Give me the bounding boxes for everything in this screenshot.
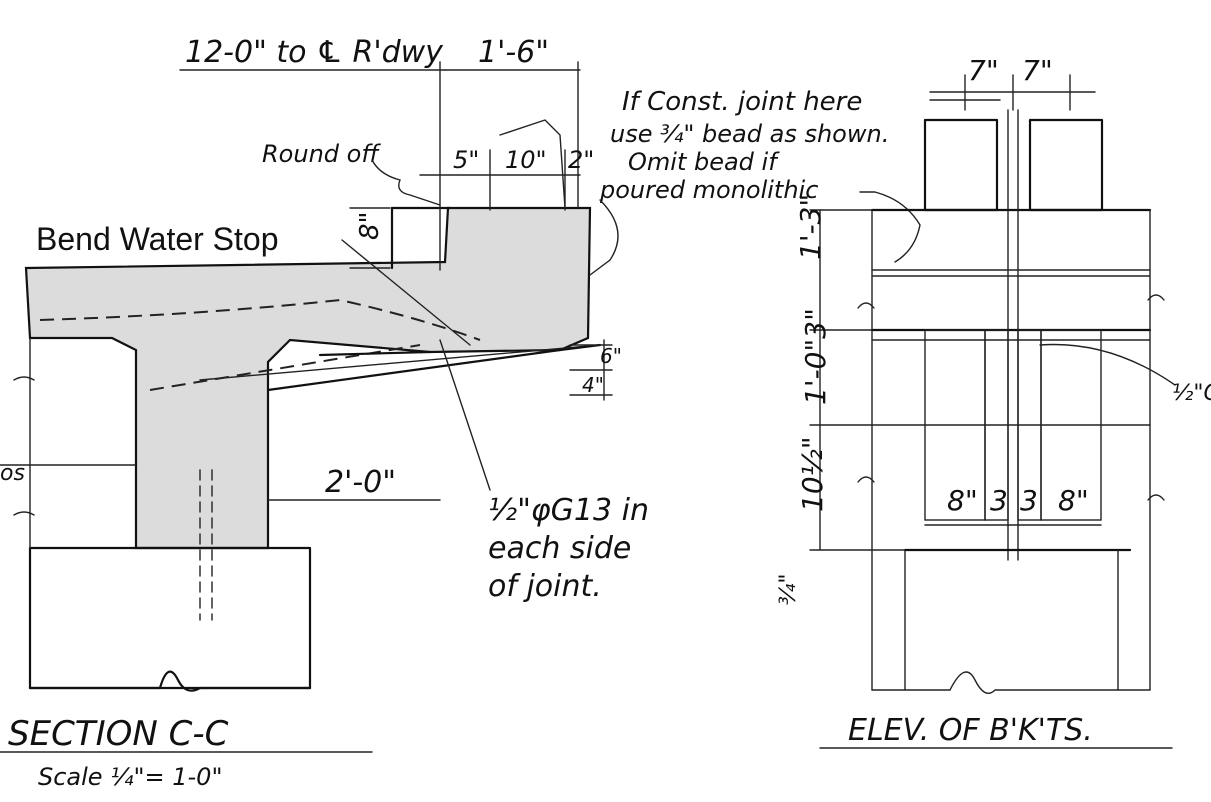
dim-3-4-label: ¾": [776, 574, 801, 605]
break-mark-3: [857, 476, 875, 483]
rebar-note-line-1: ½"φG13 in: [488, 493, 649, 528]
rebar-note-line-2: each side: [488, 531, 631, 566]
dim-3a-label: 3: [990, 484, 1008, 517]
dim-2-0-label: 2'-0": [325, 465, 396, 500]
dim-roadway-label: 12-0" to ℄ R'dwy: [185, 35, 444, 70]
dim-1-0-3-label: 1'-0"3": [799, 308, 832, 405]
break-mark-1: [857, 302, 875, 309]
note-line-3: Omit bead if: [628, 148, 780, 176]
note-line-4: poured monolithic: [599, 176, 818, 204]
curb-stub: [499, 119, 566, 209]
pier-below: [28, 546, 312, 690]
rebar-note-leader: [439, 339, 491, 491]
bracket-bottom: [266, 343, 602, 392]
dim-4-label: 4": [582, 373, 604, 397]
const-joint-note: If Const. joint here use ¾" bead as show…: [589, 87, 1001, 276]
dim-6-label: 6": [600, 344, 622, 368]
dim-5-label: 5": [453, 146, 479, 174]
break-mark-4: [1147, 494, 1165, 501]
section-cc: 12-0" to ℄ R'dwy 1'-6" Round off 5" 10" …: [0, 35, 649, 791]
top-rebar: [39, 298, 481, 341]
note-line-1: If Const. joint here: [622, 87, 862, 117]
dim-10-5-label: 10½": [796, 436, 829, 512]
bracket-edge: [318, 350, 432, 357]
post-left: [923, 118, 999, 212]
dim-3b-label: 3: [1020, 484, 1038, 517]
dim-7b-label: 7": [1022, 54, 1053, 87]
break-line: [28, 670, 312, 692]
note-leader-3: [589, 199, 619, 276]
dim-8a-label: 8": [947, 484, 978, 517]
round-off-leader: [371, 159, 441, 206]
break-left-2: [13, 511, 35, 516]
elevation-brackets: 1'-3" 1'-0"3" 10½" ¾" 7" 7" 8" 3 3 8" ½"…: [776, 54, 1211, 749]
section-title: SECTION C-C: [8, 714, 229, 754]
dim-1-3-label: 1'-3": [794, 194, 827, 260]
dim-2-label: 2": [568, 146, 594, 174]
break-left-1: [13, 376, 35, 381]
edge-label-right: ½"C: [1172, 381, 1211, 406]
round-off-label: Round off: [262, 140, 381, 168]
elev-leader-right: [1039, 343, 1176, 386]
rebar-note-line-3: of joint.: [488, 569, 602, 604]
slab-section: [24, 206, 592, 550]
elevation-title: ELEV. OF B'K'TS.: [848, 713, 1093, 748]
elev-break-line: [871, 671, 1151, 694]
dim-10-label: 10": [505, 146, 547, 174]
dim-8b-label: 8": [1058, 484, 1089, 517]
post-right: [1028, 118, 1104, 212]
water-stop-leader: [341, 239, 471, 346]
dim-curb-label: 1'-6": [478, 35, 549, 70]
dim-7a-label: 7": [968, 54, 999, 87]
bend-water-stop-label: Bend Water Stop: [36, 221, 279, 257]
section-scale: Scale ¼"= 1-0": [38, 763, 222, 791]
leader-rebar-2: [199, 344, 601, 381]
edge-label-left: os: [0, 461, 25, 486]
note-leader-2: [859, 191, 921, 263]
break-mark-2: [1147, 294, 1165, 301]
dim-8-label: 8": [355, 211, 385, 240]
note-line-2: use ¾" bead as shown.: [610, 120, 889, 148]
